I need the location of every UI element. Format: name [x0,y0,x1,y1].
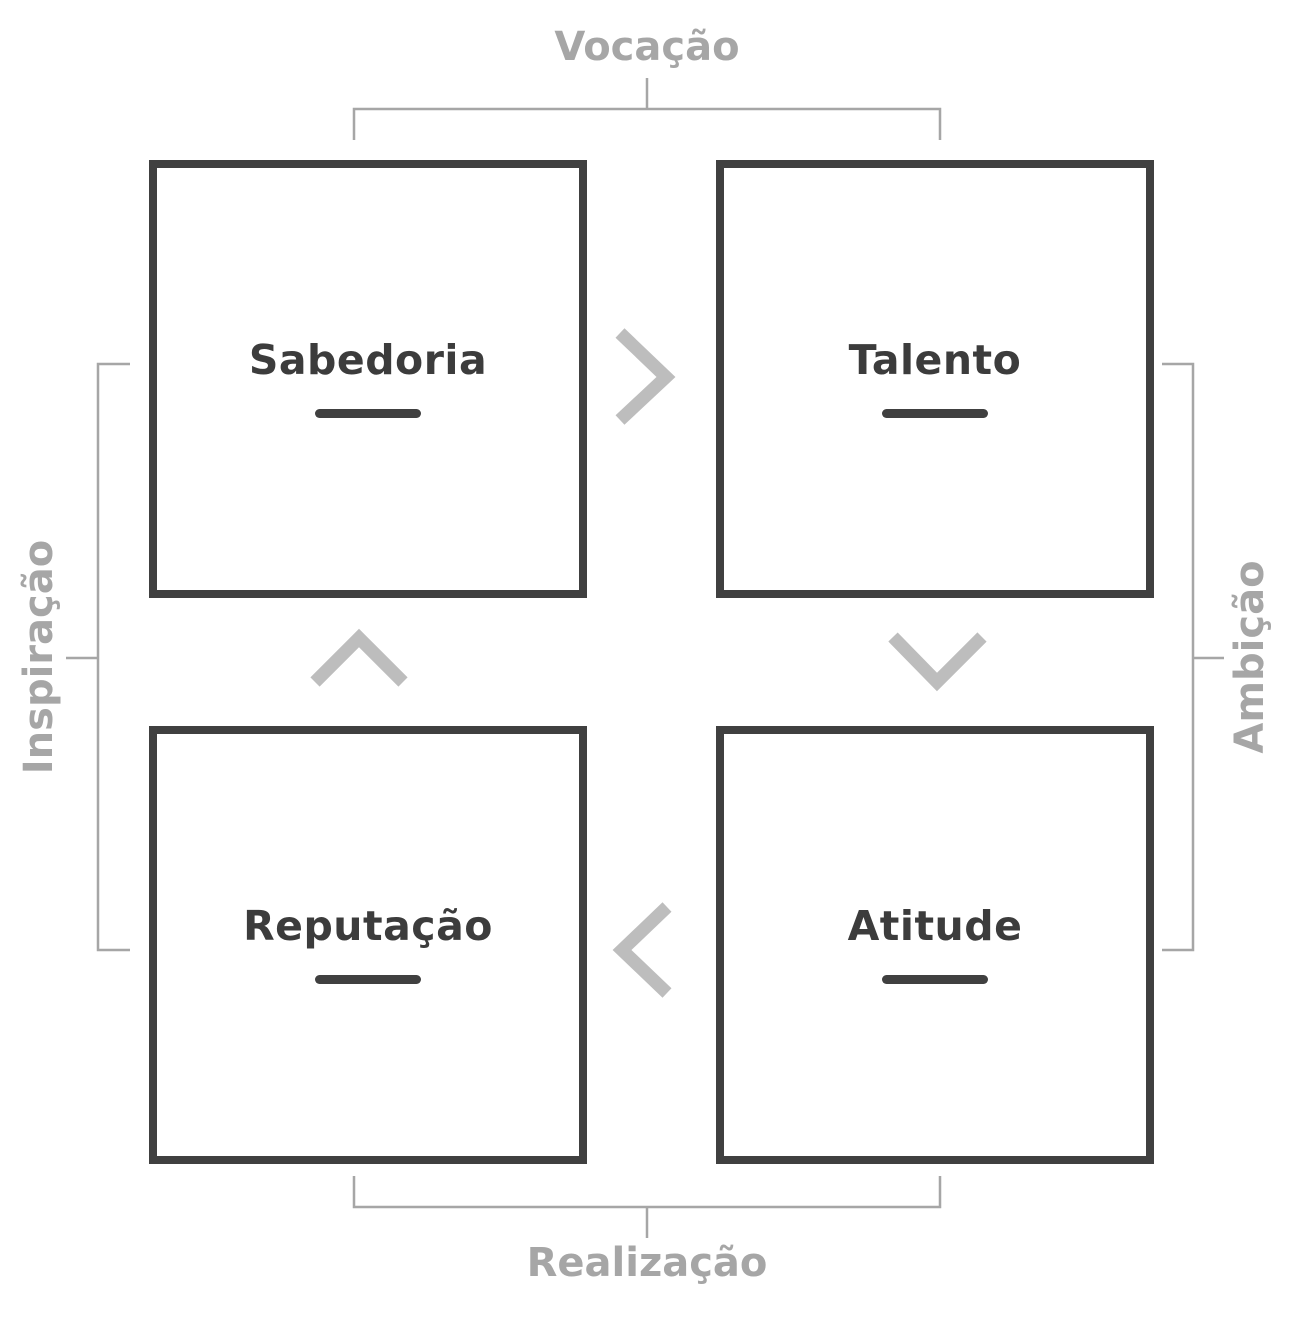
chevron-left-icon [612,902,672,998]
top-bracket [352,78,942,140]
left-bracket [66,362,130,952]
box-sabedoria: Sabedoria [149,160,587,598]
right-bracket [1162,362,1224,952]
box-talento: Talento [716,160,1154,598]
chevron-down-icon [888,632,987,692]
box-reputacao-label: Reputação [243,902,493,950]
box-sabedoria-label: Sabedoria [248,336,488,384]
box-sabedoria-underline [315,409,421,418]
bottom-bracket [352,1176,942,1238]
box-atitude: Atitude [716,726,1154,1164]
box-atitude-underline [882,975,988,984]
label-realizacao: Realização [526,1240,768,1286]
box-atitude-label: Atitude [847,902,1023,950]
chevron-right-icon [615,328,676,425]
label-inspiracao: Inspiração [16,539,62,775]
box-talento-label: Talento [848,336,1022,384]
box-talento-underline [882,409,988,418]
box-reputacao-underline [315,975,421,984]
label-vocacao: Vocação [554,24,740,70]
box-reputacao: Reputação [149,726,587,1164]
chevron-up-icon [310,628,408,687]
label-ambicao: Ambição [1227,560,1273,754]
